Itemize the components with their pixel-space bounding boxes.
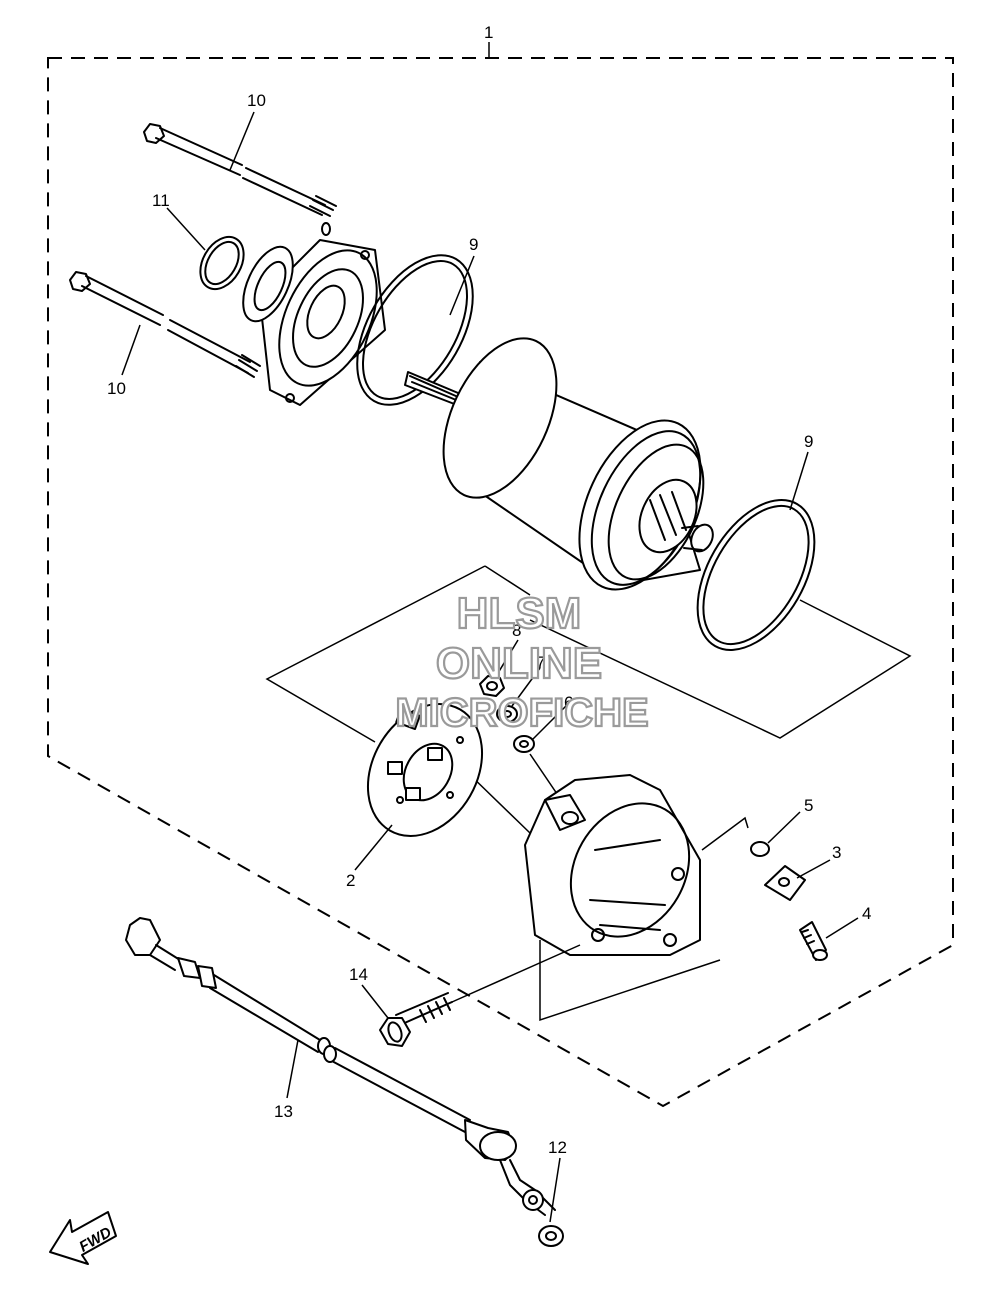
starter-lead-wire xyxy=(125,917,564,1247)
callout-3: 3 xyxy=(832,843,841,862)
watermark-line-1: HLSM xyxy=(457,589,582,638)
clip-nut-3 xyxy=(764,865,806,901)
through-bolt-upper xyxy=(143,123,337,236)
callout-8: 8 xyxy=(512,621,521,640)
callout-12: 12 xyxy=(548,1138,567,1157)
callout-10-lower: 10 xyxy=(107,379,126,398)
washer-7 xyxy=(496,705,518,723)
watermark-line-2: ONLINE xyxy=(436,639,602,688)
callout-7: 7 xyxy=(536,653,545,672)
callout-2: 2 xyxy=(346,871,355,890)
fwd-arrow-icon: FWD xyxy=(49,1211,117,1265)
callout-6: 6 xyxy=(564,693,573,712)
bolt-14 xyxy=(379,992,453,1047)
brush-holder-plate xyxy=(366,703,484,837)
o-ring-large-upper xyxy=(356,254,474,406)
callout-14: 14 xyxy=(349,965,368,984)
rear-cover xyxy=(524,774,701,956)
callout-1: 1 xyxy=(484,23,493,42)
starter-yoke-armature xyxy=(404,337,714,591)
callout-5: 5 xyxy=(804,796,813,815)
callout-11: 11 xyxy=(152,191,170,210)
callout-4: 4 xyxy=(862,904,871,923)
callout-13: 13 xyxy=(274,1102,293,1121)
callout-9-lower: 9 xyxy=(804,432,813,451)
o-ring-large-lower xyxy=(696,499,816,651)
front-cover xyxy=(242,239,386,406)
through-bolt-lower xyxy=(69,271,261,378)
callout-10-upper: 10 xyxy=(247,91,266,110)
assembly-boundary xyxy=(47,57,954,1108)
bolt-4 xyxy=(799,921,828,961)
washer-5 xyxy=(750,841,770,857)
washer-6 xyxy=(513,735,535,753)
callout-9-upper: 9 xyxy=(469,235,478,254)
nut-8 xyxy=(479,675,505,697)
leader-lines xyxy=(121,111,859,1223)
o-ring-small xyxy=(199,235,245,291)
watermark-line-3: MICROFICHE xyxy=(395,691,648,735)
